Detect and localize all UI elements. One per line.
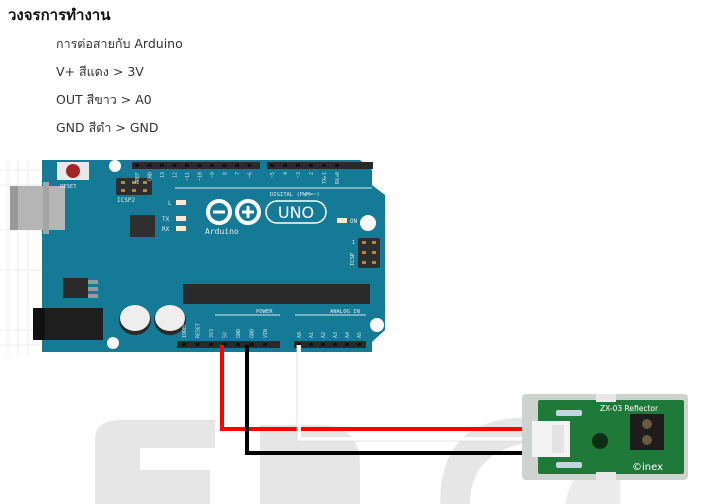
power-pin	[263, 343, 267, 346]
power-pin-label: 5V	[222, 332, 228, 338]
digital-pin-label: AREF	[135, 172, 141, 184]
model-label: UNO	[278, 203, 314, 222]
atmega-chip	[183, 284, 370, 304]
power-pin-label: VIN	[263, 329, 269, 338]
analog-pin	[297, 343, 301, 346]
power-pin	[209, 343, 213, 346]
icsp-label: ICSP	[350, 252, 356, 266]
digital-pin-label: 8	[222, 172, 228, 175]
digital-pin	[296, 164, 300, 167]
digital-pin	[135, 164, 139, 167]
digital-pin-label: ~9	[210, 172, 216, 178]
digital-pin	[283, 164, 287, 167]
analog-pin	[321, 343, 325, 346]
led-on-label: ON	[350, 218, 358, 225]
digital-pin	[270, 164, 274, 167]
digital-pin	[197, 164, 202, 167]
led-tx-label: TX	[162, 216, 170, 223]
digital-pin-label: ~6	[247, 172, 253, 178]
digital-header-2	[267, 162, 373, 169]
section-title: วงจรการทำงาน	[8, 6, 111, 24]
analog-pin	[357, 343, 361, 346]
analog-pin-label: A3	[333, 332, 339, 338]
digital-pin-label: ~11	[185, 172, 191, 181]
digital-pin-label: ~3	[296, 172, 302, 178]
capacitors	[119, 305, 186, 335]
jst-connector	[532, 421, 570, 457]
digital-pin	[247, 164, 252, 167]
digital-label: DIGITAL (PWM=~)	[270, 192, 320, 198]
digital-pin	[172, 164, 177, 167]
analog-pin-label: A4	[345, 332, 351, 338]
usb-port	[10, 186, 65, 230]
wiring-gnd: GND สีดำ > GND	[56, 120, 159, 135]
power-pin	[236, 343, 240, 346]
led-l-label: L	[168, 200, 172, 207]
wiring-out: OUT สีขาว > A0	[56, 92, 152, 107]
wiring-vplus: V+ สีแดง > 3V	[56, 64, 144, 79]
sensor-maker: ©inex	[632, 462, 663, 473]
power-pin	[182, 343, 186, 346]
analog-pin-label: A0	[297, 332, 303, 338]
arduino-logo-icon	[206, 199, 327, 225]
icsp-header	[358, 238, 380, 268]
wire-gnd-black	[245, 345, 532, 455]
analog-pin	[309, 343, 313, 346]
analog-label: ANALOG IN	[330, 309, 360, 315]
digital-pin	[185, 164, 189, 167]
digital-pin-label: 2	[309, 172, 315, 175]
digital-pin	[147, 164, 152, 167]
wire-out-white-edge	[296, 345, 532, 442]
analog-pin-label: A5	[357, 332, 363, 338]
analog-pin	[333, 343, 337, 346]
digital-pin-label: TX▸1	[322, 172, 328, 184]
reset-label: RESET	[60, 184, 77, 190]
power-pin	[249, 343, 254, 346]
digital-header-1	[132, 162, 260, 169]
digital-pin	[322, 164, 326, 167]
led-rx-label: RX	[162, 226, 170, 233]
power-pin-label: IOREF	[182, 323, 188, 338]
digital-pin-label: GND	[147, 172, 153, 181]
icsp-pin1-label: 1	[352, 240, 355, 246]
icsp2-label: ICSP2	[117, 197, 135, 204]
power-header	[177, 341, 280, 348]
power-label: POWER	[256, 309, 273, 315]
brand-label: Arduino	[205, 227, 239, 236]
digital-pin	[222, 164, 227, 167]
digital-pin-label: 13	[160, 172, 166, 178]
digital-pin	[335, 164, 339, 167]
digital-pin-label: ~10	[197, 172, 203, 181]
digital-pin	[160, 164, 164, 167]
wire-vplus-red	[220, 345, 532, 431]
arduino-uno-board: RESET ICSP2 L TX RX	[10, 160, 385, 352]
power-pin	[195, 343, 200, 346]
digital-pin-label: ~5	[270, 172, 276, 178]
voltage-regulator	[63, 278, 88, 298]
digital-pin-label: 12	[172, 172, 178, 178]
wire-out-white	[297, 345, 532, 441]
analog-pin-label: A1	[309, 332, 315, 338]
zx03-reflector-sensor: ZX-03 Reflector ©inex	[522, 394, 688, 480]
wires	[220, 345, 532, 455]
power-pin-label: 3V3	[209, 329, 215, 338]
analog-pin	[345, 343, 349, 346]
digital-pin-label: RX◂0	[335, 172, 341, 184]
digital-pin-label: 7	[235, 172, 241, 175]
power-pin	[222, 343, 227, 346]
power-pin-label: GND	[249, 329, 255, 338]
digital-pin	[309, 164, 313, 167]
power-pin-label: GND	[236, 329, 242, 338]
power-pin-label: RESET	[195, 323, 201, 338]
analog-pin-label: A2	[321, 332, 327, 338]
analog-header	[294, 341, 366, 348]
wiring-intro: การต่อสายกับ Arduino	[56, 36, 183, 51]
digital-pin	[235, 164, 239, 167]
digital-pin	[210, 164, 214, 167]
digital-pin-label: 4	[283, 172, 289, 175]
sensor-name: ZX-03 Reflector	[600, 404, 659, 413]
